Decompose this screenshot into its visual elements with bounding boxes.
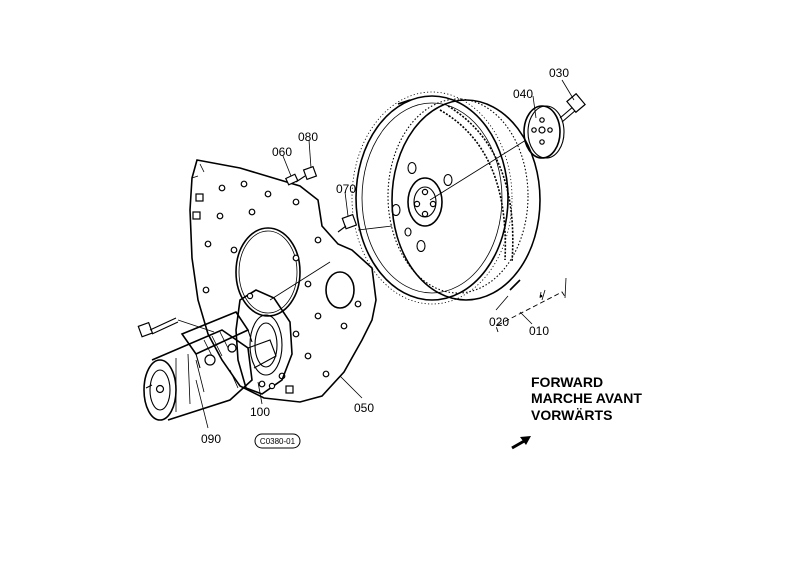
part-label-030: 030 (549, 66, 569, 80)
part-label-060: 060 (272, 145, 292, 159)
bolt-070 (337, 213, 358, 233)
flywheel (351, 91, 541, 305)
dowel-pin-060 (284, 173, 299, 186)
part-label-020: 020 (489, 315, 509, 329)
starter-motor (143, 289, 293, 421)
part-labels: 030 040 080 060 070 020 010 050 100 090 (201, 66, 569, 446)
direction-line-2: MARCHE AVANT (531, 390, 642, 406)
leader-lines (195, 79, 575, 429)
part-label-010: 010 (529, 324, 549, 338)
bolt-030 (559, 92, 586, 123)
retainer-plate (523, 105, 565, 159)
forward-arrow-icon (511, 436, 531, 450)
part-label-070: 070 (336, 182, 356, 196)
direction-note: FORWARD MARCHE AVANT VORWÄRTS (511, 374, 642, 450)
part-label-100: 100 (250, 405, 270, 419)
part-label-040: 040 (513, 87, 533, 101)
bolt-starter (137, 317, 179, 338)
plate-holes (202, 180, 362, 388)
direction-line-3: VORWÄRTS (531, 407, 612, 423)
direction-line-1: FORWARD (531, 374, 603, 390)
part-label-050: 050 (354, 401, 374, 415)
part-label-090: 090 (201, 432, 221, 446)
assembly-lines (177, 139, 546, 333)
figure-code-badge: C0380-01 (254, 433, 301, 449)
part-label-080: 080 (298, 130, 318, 144)
bolt-080 (295, 165, 318, 183)
adapter-plate (189, 159, 377, 403)
figure-code: C0380-01 (260, 437, 296, 446)
